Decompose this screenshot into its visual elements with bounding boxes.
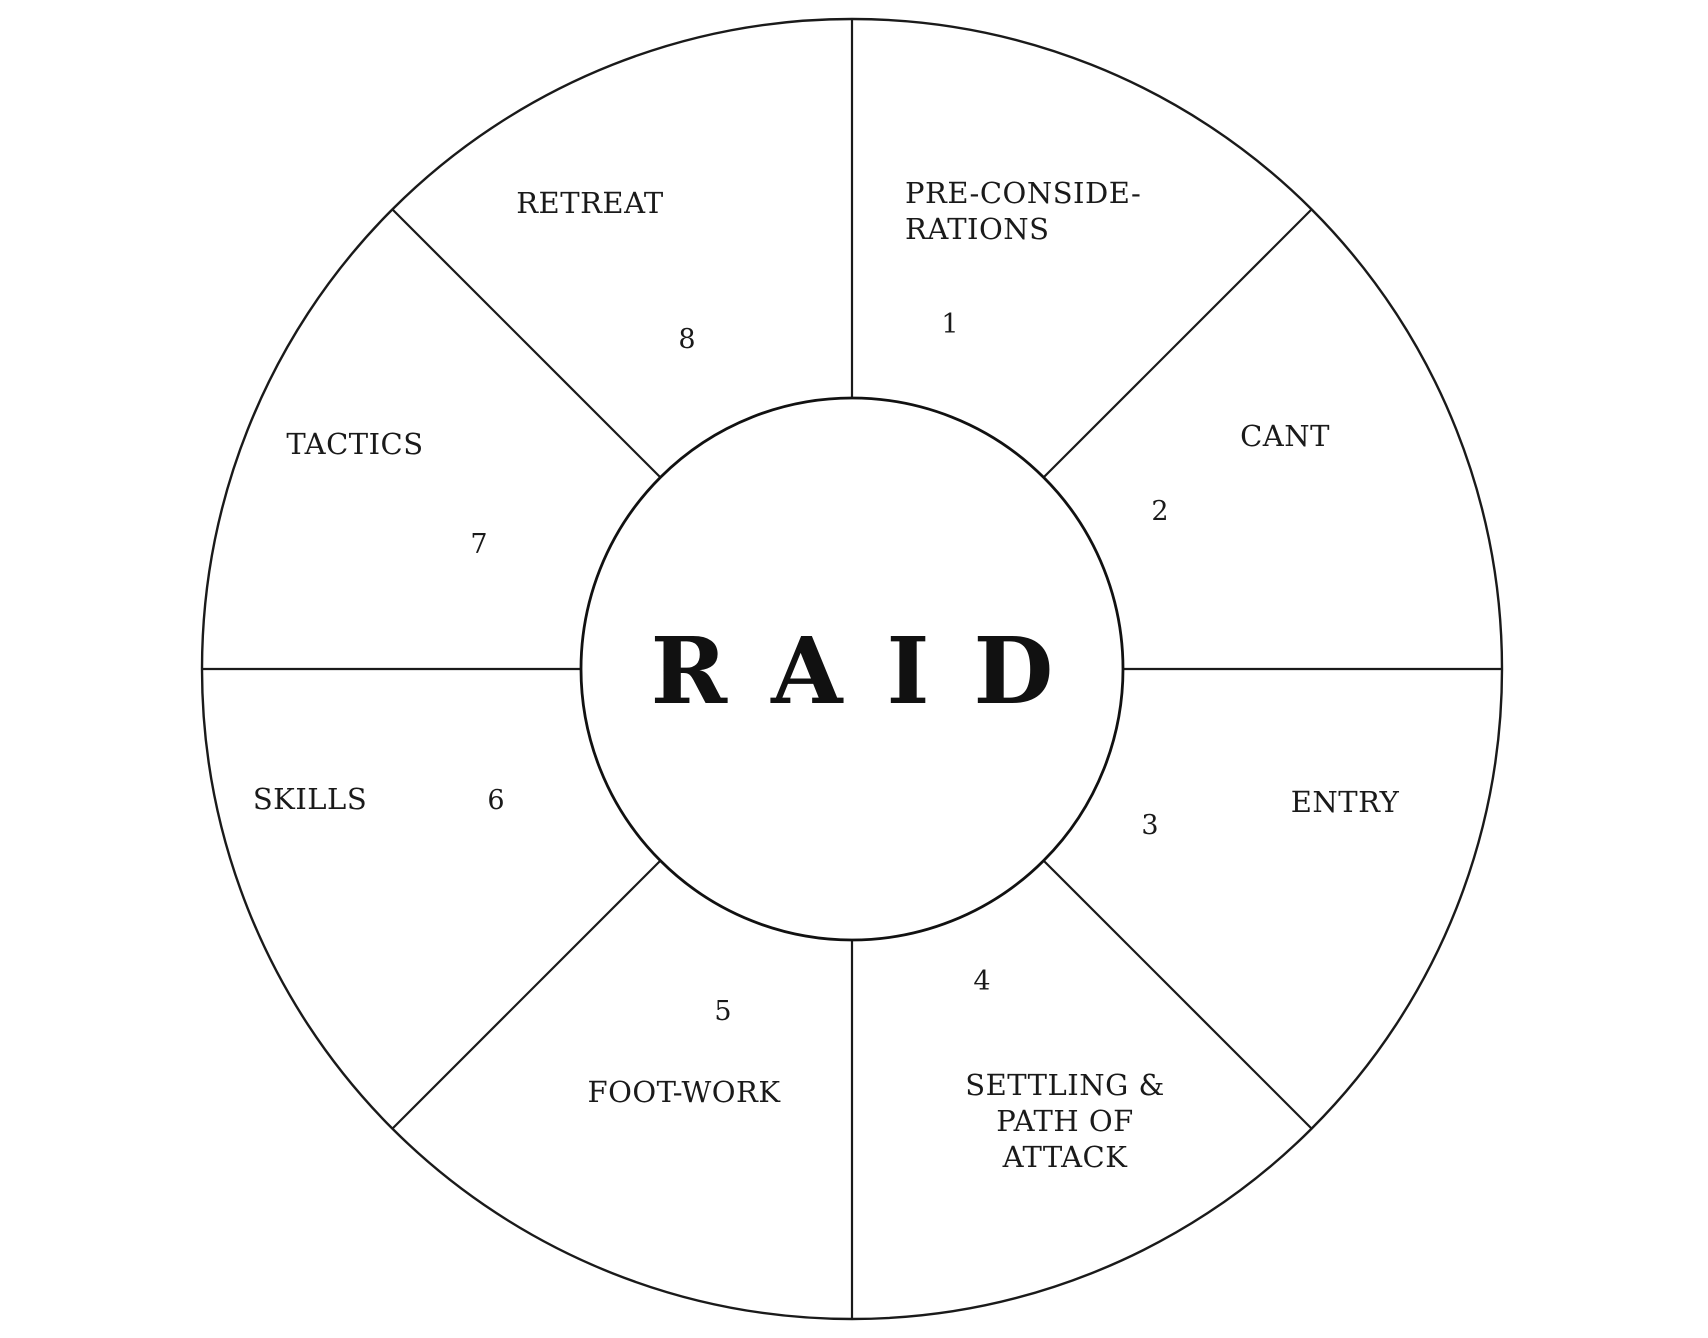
segment-3-label-line-1: ENTRY	[1291, 785, 1400, 819]
segment-3: ENTRY 3	[1141, 785, 1399, 841]
segment-2-label-line-1: CANT	[1240, 419, 1330, 453]
segment-2: CANT 2	[1151, 419, 1330, 527]
segment-4-label-line-2: PATH OF	[996, 1104, 1133, 1138]
spoke-4	[1042, 859, 1313, 1130]
segment-2-number: 2	[1151, 496, 1168, 527]
segment-1: PRE-CONSIDE-RATIONS 1	[905, 176, 1141, 340]
spoke-8	[391, 208, 662, 479]
segment-8-number: 8	[678, 324, 695, 355]
segment-5: FOOT-WORK 5	[587, 996, 781, 1109]
segment-5-label-line-1: FOOT-WORK	[587, 1075, 781, 1109]
segment-4-label-line-1: SETTLING &	[965, 1068, 1165, 1102]
spoke-2	[1042, 208, 1313, 479]
segment-3-number: 3	[1141, 810, 1158, 841]
segment-6-label-line-1: SKILLS	[253, 782, 367, 816]
segment-4-number: 4	[973, 966, 990, 997]
segment-4-label-line-3: ATTACK	[1002, 1140, 1129, 1174]
segment-6: SKILLS 6	[253, 782, 505, 816]
segment-8-label-line-1: RETREAT	[516, 186, 664, 220]
segment-1-label-line-2: RATIONS	[905, 212, 1050, 246]
segment-7-number: 7	[470, 529, 487, 560]
center-label: RAID	[651, 617, 1098, 725]
segment-8: RETREAT 8	[516, 186, 695, 355]
center-hub	[579, 396, 1125, 942]
segment-7: TACTICS 7	[286, 427, 487, 560]
spokes	[202, 19, 1502, 1319]
segment-6-number: 6	[487, 785, 504, 816]
segment-1-label-line-1: PRE-CONSIDE-	[905, 176, 1141, 210]
segment-7-label-line-1: TACTICS	[286, 427, 423, 461]
spoke-6	[391, 859, 662, 1130]
segment-1-number: 1	[941, 309, 958, 340]
segment-5-number: 5	[714, 996, 731, 1027]
